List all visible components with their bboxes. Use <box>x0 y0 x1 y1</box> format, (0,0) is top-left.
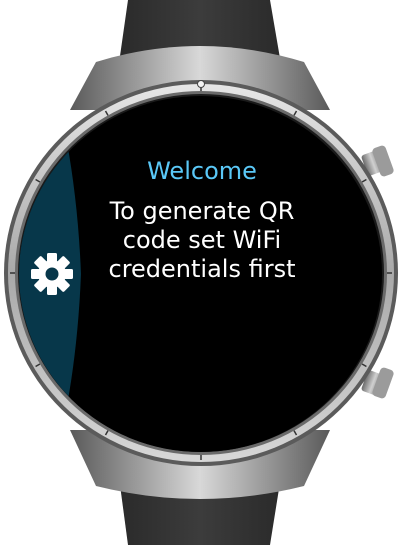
bezel-tick <box>293 430 298 436</box>
upper-side-button[interactable] <box>361 145 395 178</box>
welcome-title: Welcome <box>147 157 257 185</box>
gear-icon <box>31 253 73 295</box>
bezel-tick <box>104 430 109 436</box>
watch-screen: Welcome To generate QR code set WiFi cre… <box>19 96 382 452</box>
bezel-tick <box>361 178 367 183</box>
settings-drawer-button[interactable] <box>19 96 81 452</box>
bezel-tick <box>293 110 298 116</box>
wifi-instruction-message: To generate QR code set WiFi credentials… <box>108 197 296 283</box>
lower-side-button[interactable] <box>361 367 395 400</box>
bezel-tick <box>104 110 109 116</box>
bezel-tick <box>361 363 367 368</box>
